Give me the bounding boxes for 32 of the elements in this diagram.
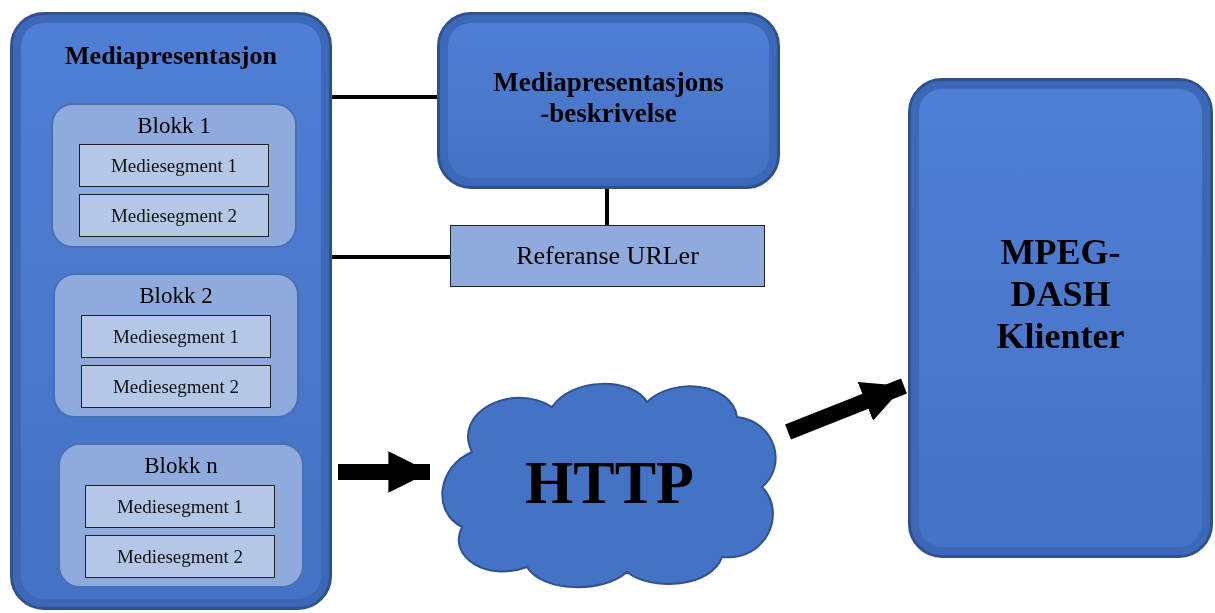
segment-box: [79, 144, 269, 187]
segment-label: Mediesegment 1: [110, 154, 238, 177]
rounded-box: [437, 12, 780, 189]
rounded-box: [908, 78, 1213, 558]
segment-box: [81, 315, 271, 358]
connector-line: [605, 189, 609, 225]
block-title: Blokk n: [144, 453, 218, 479]
cloud-label: HTTP: [525, 446, 694, 518]
segment-label: Mediesegment 1: [112, 325, 240, 348]
segment-label: Mediesegment 1: [116, 495, 244, 518]
block-box: [53, 273, 299, 418]
segment-label: Mediesegment 2: [110, 204, 238, 227]
segment-box: [79, 194, 269, 237]
segment-label: Mediesegment 2: [112, 375, 240, 398]
segment-box: [81, 365, 271, 408]
block-arrow: [785, 378, 907, 440]
block-title: Blokk 2: [139, 283, 213, 309]
segment-label: Mediesegment 2: [116, 545, 244, 568]
process-box: [450, 225, 765, 287]
block-title: Blokk 1: [137, 113, 211, 139]
segment-box: [85, 485, 275, 528]
box-title: Mediapresentasjon: [65, 41, 277, 71]
block-arrow: [338, 451, 430, 493]
segment-box: [85, 535, 275, 578]
block-box: [51, 103, 297, 248]
connector-line: [332, 95, 437, 99]
connector-line: [332, 255, 450, 259]
rounded-box: [10, 12, 332, 610]
block-box: [58, 443, 304, 588]
box-title: MPEG- DASH Klienter: [995, 231, 1126, 357]
box-title: Mediapresentasjons -beskrivelse: [492, 67, 725, 129]
box-label: Referanse URLer: [516, 241, 699, 271]
